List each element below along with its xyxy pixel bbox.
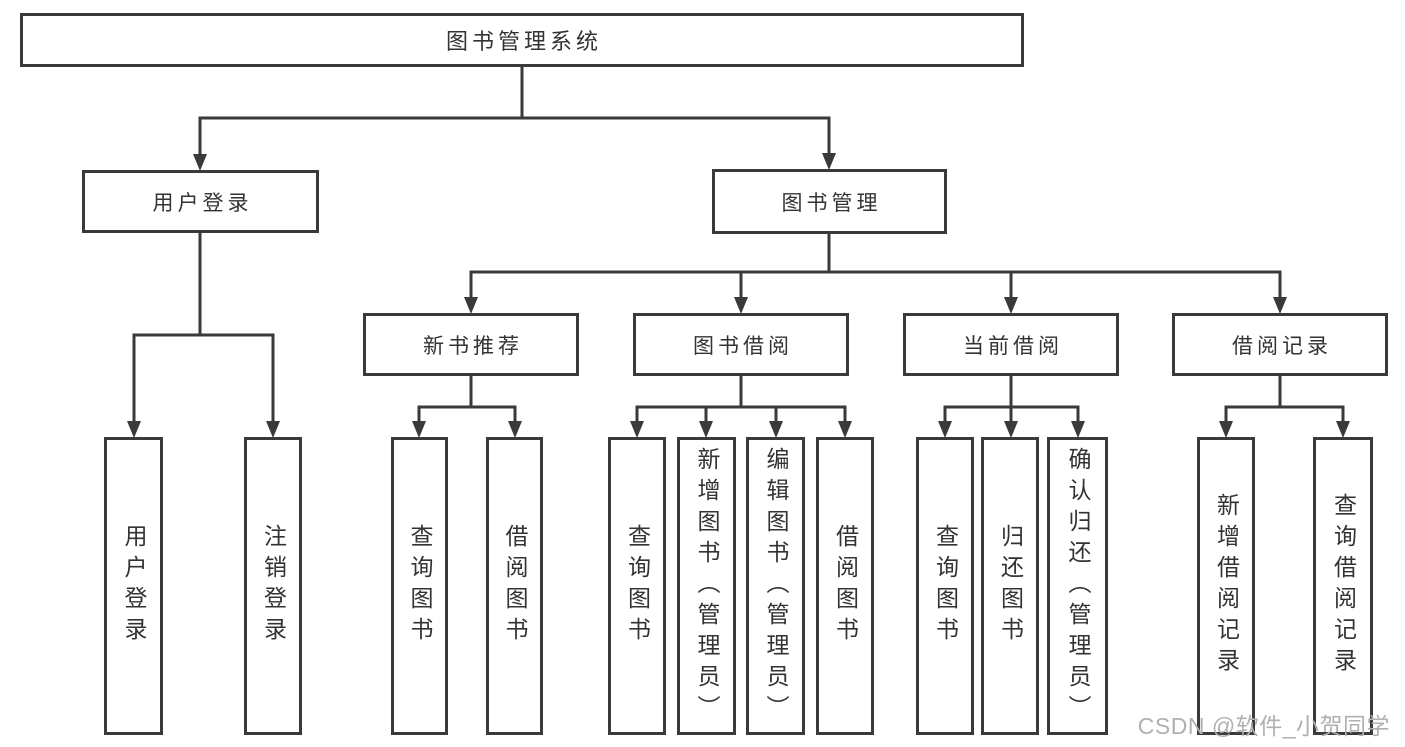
leaf-return-books: 归还图书 [981,437,1039,735]
leaf-add-borrow-record-label: 新增借阅记录 [1213,493,1240,679]
node-user-login-label: 用户登录 [152,191,253,215]
leaf-query-borrow-record: 查询借阅记录 [1313,437,1373,735]
node-new-book-recommendation-label: 新书推荐 [423,334,523,358]
leaf-edit-books-admin-label: 编辑图书（管理员） [763,446,789,726]
leaf-user-login: 用户登录 [104,437,163,735]
leaf-query-books-recommendation-label: 查询图书 [407,524,433,648]
leaf-add-borrow-record: 新增借阅记录 [1197,437,1255,735]
leaf-query-books-borrowing-label: 查询图书 [624,524,651,648]
connector-borrowing-records-children [1219,373,1350,438]
connector-new-book-recommendation-children [412,373,522,438]
node-current-borrowing-label: 当前借阅 [963,334,1063,358]
leaf-edit-books-admin: 编辑图书（管理员） [746,437,805,735]
leaf-add-books-admin-label: 新增图书（管理员） [694,446,720,726]
leaf-query-borrow-record-label: 查询借阅记录 [1330,493,1357,679]
leaf-query-books-current: 查询图书 [916,437,974,735]
watermark: CSDN @软件_小贺同学 [1137,713,1390,739]
leaf-borrow-books-borrowing: 借阅图书 [816,437,874,735]
leaf-add-books-admin: 新增图书（管理员） [677,437,736,735]
leaf-confirm-return-admin: 确认归还（管理员） [1047,437,1108,735]
leaf-borrow-books-recommendation-label: 借阅图书 [502,524,528,648]
leaf-logout: 注销登录 [244,437,302,735]
leaf-borrow-books-recommendation: 借阅图书 [486,437,543,735]
node-root: 图书管理系统 [20,13,1024,67]
node-book-borrowing: 图书借阅 [633,313,849,376]
node-user-login: 用户登录 [82,170,319,233]
leaf-confirm-return-admin-label: 确认归还（管理员） [1065,446,1091,726]
leaf-return-books-label: 归还图书 [997,524,1024,648]
node-book-management: 图书管理 [712,169,947,234]
leaf-query-books-current-label: 查询图书 [932,524,959,648]
node-root-label: 图书管理系统 [445,29,602,54]
leaf-query-books-recommendation: 查询图书 [391,437,448,735]
connector-root-to-level2 [193,64,836,171]
node-book-management-label: 图书管理 [781,191,882,215]
leaf-borrow-books-borrowing-label: 借阅图书 [832,524,859,648]
leaf-user-login-label: 用户登录 [121,524,147,648]
connector-book-borrowing-children [630,373,852,438]
node-new-book-recommendation: 新书推荐 [363,313,579,376]
leaf-query-books-borrowing: 查询图书 [608,437,666,735]
node-current-borrowing: 当前借阅 [903,313,1119,376]
node-borrowing-records-label: 借阅记录 [1232,334,1332,358]
connector-current-borrowing-children [938,373,1085,438]
connector-user-login-children [127,231,280,438]
connector-book-management-children [464,231,1287,314]
leaf-logout-label: 注销登录 [260,524,287,648]
node-borrowing-records: 借阅记录 [1172,313,1388,376]
node-book-borrowing-label: 图书借阅 [693,334,793,358]
